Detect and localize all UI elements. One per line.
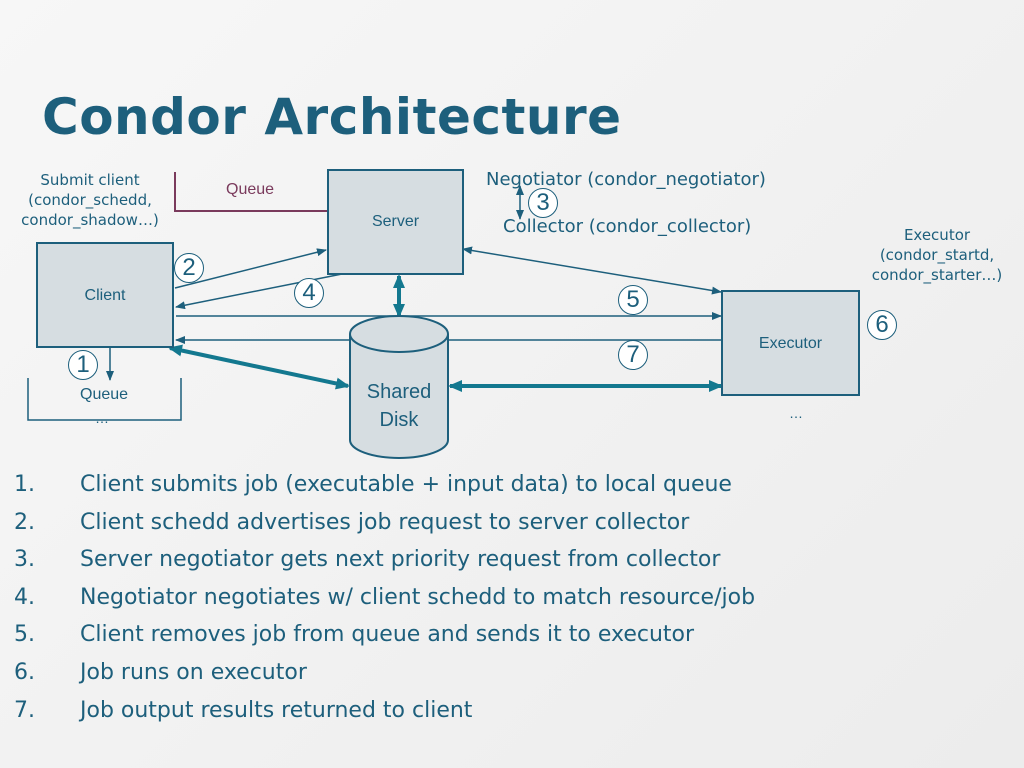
server-queue-label: Queue	[226, 181, 275, 198]
step-badge-7: 7	[618, 340, 648, 370]
step-text: Client schedd advertises job request to …	[80, 509, 690, 535]
step-text: Client submits job (executable + input d…	[80, 472, 732, 497]
step-text: Job runs on executor	[80, 659, 307, 685]
step-number: 1.	[14, 472, 35, 497]
step-number: 5.	[14, 622, 35, 648]
server-label: Server	[371, 213, 420, 230]
step-number: 4.	[14, 584, 35, 610]
arrow-server-executor	[462, 246, 722, 295]
client-queue-bracket	[27, 378, 182, 421]
step-badge-5: 5	[618, 285, 648, 315]
client-box: Client	[36, 242, 174, 348]
slide-title: Condor Architecture	[42, 88, 622, 146]
client-queue-label: Queue	[80, 386, 129, 403]
step-text: Server negotiator gets next priority req…	[80, 547, 721, 573]
shared-disk-label: Shared Disk	[366, 381, 432, 431]
collector-label: Collector (condor_collector)	[503, 216, 752, 237]
step-number: 6.	[14, 659, 35, 685]
step-text: Client removes job from queue and sends …	[80, 622, 695, 648]
server-box: Server	[327, 169, 464, 275]
step-badge-3: 3	[528, 188, 558, 218]
server-queue-bracket	[174, 172, 327, 212]
step-text: Negotiator negotiates w/ client schedd t…	[80, 584, 756, 610]
client-label: Client	[84, 287, 126, 304]
client-queue-ellipsis: …	[95, 410, 109, 426]
submit-client-caption: Submit client (condor_schedd, condor_sha…	[21, 171, 159, 229]
executor-box: Executor	[721, 290, 860, 396]
executor-ellipsis: …	[789, 405, 803, 421]
negotiator-label: Negotiator (condor_negotiator)	[486, 169, 766, 190]
step-badge-6: 6	[867, 310, 897, 340]
executor-caption: Executor (condor_startd, condor_starter……	[871, 226, 1003, 284]
executor-label: Executor	[758, 335, 823, 352]
step-badge-1: 1	[68, 350, 98, 380]
arrow-client-shared-disk	[168, 344, 350, 390]
arrow-client-to-server	[174, 248, 327, 289]
step-text: Job output results returned to client	[80, 697, 473, 723]
step-number: 3.	[14, 547, 35, 573]
step-number: 2.	[14, 509, 35, 535]
step-badge-2: 2	[174, 253, 204, 283]
shared-disk-cylinder	[349, 315, 449, 459]
step-number: 7.	[14, 697, 35, 723]
step-badge-4: 4	[294, 278, 324, 308]
